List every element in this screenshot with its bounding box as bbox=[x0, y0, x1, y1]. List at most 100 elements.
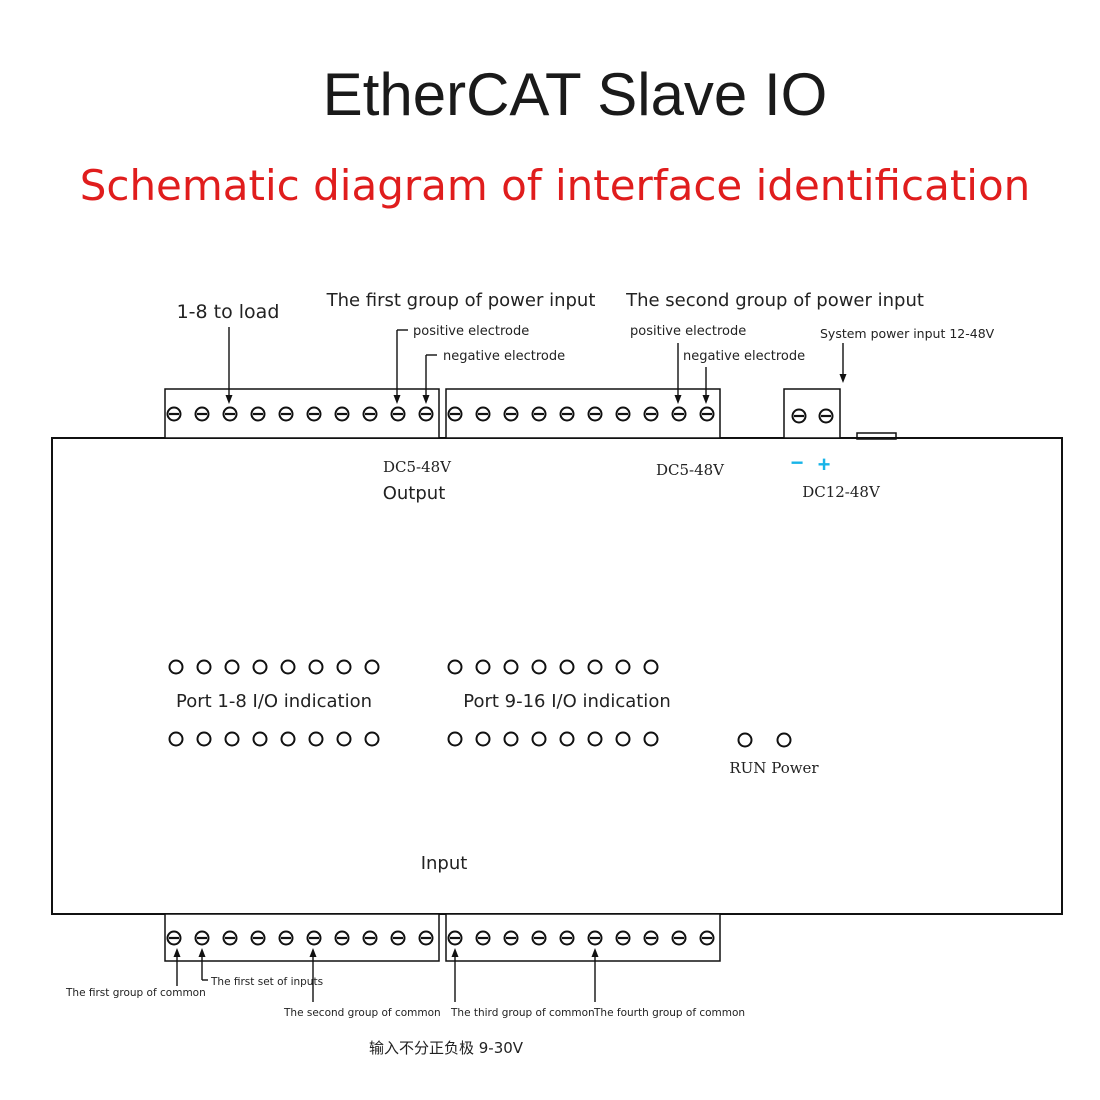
arrow-pointer-icon bbox=[451, 948, 459, 1002]
screw-terminal-icon bbox=[222, 930, 238, 946]
label-power-group-2: The second group of power input bbox=[625, 290, 924, 311]
screw-terminal-icon bbox=[250, 930, 266, 946]
led-indicator-icon bbox=[615, 731, 631, 747]
screw-terminal-icon bbox=[559, 406, 575, 422]
led-indicator-icon bbox=[447, 659, 463, 675]
led-indicator-icon bbox=[559, 659, 575, 675]
screw-terminal-icon bbox=[559, 930, 575, 946]
led-indicator-icon bbox=[196, 659, 212, 675]
led-indicator-icon bbox=[280, 731, 296, 747]
screw-terminal-icon bbox=[306, 406, 322, 422]
led-indicator-icon bbox=[475, 659, 491, 675]
arrow-pointer-icon bbox=[225, 327, 233, 404]
screw-terminal-icon bbox=[362, 406, 378, 422]
led-indicator-icon bbox=[252, 659, 268, 675]
screw-terminal-icon bbox=[818, 408, 834, 424]
diagram-subtitle: Schematic diagram of interface identific… bbox=[80, 161, 1031, 210]
screw-terminal-icon bbox=[418, 406, 434, 422]
screw-terminal-icon bbox=[222, 406, 238, 422]
label-minus: − bbox=[791, 450, 804, 475]
label-dc-system: DC12-48V bbox=[802, 483, 881, 501]
led-indicator-icon bbox=[587, 731, 603, 747]
screw-terminal-icon bbox=[250, 406, 266, 422]
label-positive-2: positive electrode bbox=[630, 324, 746, 339]
led-indicator-icon bbox=[643, 659, 659, 675]
screw-terminal-icon bbox=[194, 930, 210, 946]
led-indicator-icon bbox=[336, 659, 352, 675]
label-common-1: The first group of common bbox=[65, 987, 206, 999]
screw-terminal-icon bbox=[503, 930, 519, 946]
label-output: Output bbox=[383, 483, 446, 504]
label-port-1-8: Port 1-8 I/O indication bbox=[176, 691, 372, 712]
led-indicator-icon bbox=[224, 731, 240, 747]
label-positive-1: positive electrode bbox=[413, 324, 529, 339]
screw-terminal-icon bbox=[390, 406, 406, 422]
led-indicator-icon bbox=[168, 659, 184, 675]
screw-terminal-icon bbox=[643, 930, 659, 946]
screw-terminal-icon bbox=[306, 930, 322, 946]
screw-terminal-icon bbox=[615, 930, 631, 946]
led-indicator-icon bbox=[224, 659, 240, 675]
label-to-load: 1-8 to load bbox=[177, 301, 280, 323]
arrow-pointer-icon bbox=[198, 948, 206, 980]
led-indicator-icon bbox=[615, 659, 631, 675]
led-indicator-icon bbox=[308, 731, 324, 747]
diagram-title: EtherCAT Slave IO bbox=[323, 61, 828, 128]
device-clip bbox=[856, 432, 897, 440]
led-indicator-icon bbox=[559, 731, 575, 747]
arrow-pointer-icon bbox=[309, 948, 317, 1002]
label-power-group-1: The first group of power input bbox=[326, 290, 596, 311]
label-inputs-1: The first set of inputs bbox=[210, 976, 323, 988]
screw-terminal-icon bbox=[475, 406, 491, 422]
screw-terminal-icon bbox=[643, 406, 659, 422]
led-indicator-icon bbox=[531, 731, 547, 747]
screw-terminal-icon bbox=[166, 930, 182, 946]
screw-terminal-icon bbox=[475, 930, 491, 946]
label-input-note: 输入不分正负极 9-30V bbox=[369, 1039, 524, 1057]
led-indicator-icon bbox=[196, 731, 212, 747]
arrow-pointer-icon bbox=[393, 330, 401, 404]
led-indicator-icon bbox=[503, 731, 519, 747]
screw-terminal-icon bbox=[531, 930, 547, 946]
screw-terminal-icon bbox=[278, 930, 294, 946]
screw-terminal-icon bbox=[587, 930, 603, 946]
arrow-pointer-icon bbox=[674, 343, 682, 404]
label-dc-output-2: DC5-48V bbox=[656, 461, 725, 479]
arrow-pointer-icon bbox=[839, 343, 847, 383]
screw-terminal-icon bbox=[362, 930, 378, 946]
screw-terminal-icon bbox=[671, 930, 687, 946]
arrow-pointer-icon bbox=[702, 367, 710, 404]
led-indicator-icon bbox=[168, 731, 184, 747]
label-run-power: RUN Power bbox=[729, 759, 819, 777]
label-common-3: The third group of common bbox=[450, 1007, 595, 1019]
label-negative-2: negative electrode bbox=[683, 349, 805, 364]
led-indicator-icon bbox=[252, 731, 268, 747]
label-dc-output-1: DC5-48V bbox=[383, 458, 452, 476]
led-indicator-icon bbox=[336, 731, 352, 747]
device-body bbox=[51, 437, 1063, 915]
screw-terminal-icon bbox=[447, 930, 463, 946]
led-indicator-icon bbox=[587, 659, 603, 675]
led-indicator-icon bbox=[447, 731, 463, 747]
led-indicator-icon bbox=[643, 731, 659, 747]
screw-terminal-icon bbox=[166, 406, 182, 422]
arrow-pointer-icon bbox=[422, 355, 430, 404]
label-system-power: System power input 12-48V bbox=[820, 326, 995, 341]
led-indicator-icon bbox=[280, 659, 296, 675]
screw-terminal-icon bbox=[278, 406, 294, 422]
led-indicator-icon bbox=[364, 731, 380, 747]
screw-terminal-icon bbox=[699, 930, 715, 946]
screw-terminal-icon bbox=[334, 406, 350, 422]
label-port-9-16: Port 9-16 I/O indication bbox=[463, 691, 670, 712]
screw-terminal-icon bbox=[671, 406, 687, 422]
screw-terminal-icon bbox=[791, 408, 807, 424]
arrow-pointer-icon bbox=[173, 948, 181, 986]
label-negative-1: negative electrode bbox=[443, 349, 565, 364]
screw-terminal-icon bbox=[390, 930, 406, 946]
led-indicator-icon bbox=[776, 732, 792, 748]
label-common-2: The second group of common bbox=[283, 1007, 441, 1019]
led-indicator-icon bbox=[503, 659, 519, 675]
screw-terminal-icon bbox=[699, 406, 715, 422]
label-common-4: The fourth group of common bbox=[593, 1007, 745, 1019]
